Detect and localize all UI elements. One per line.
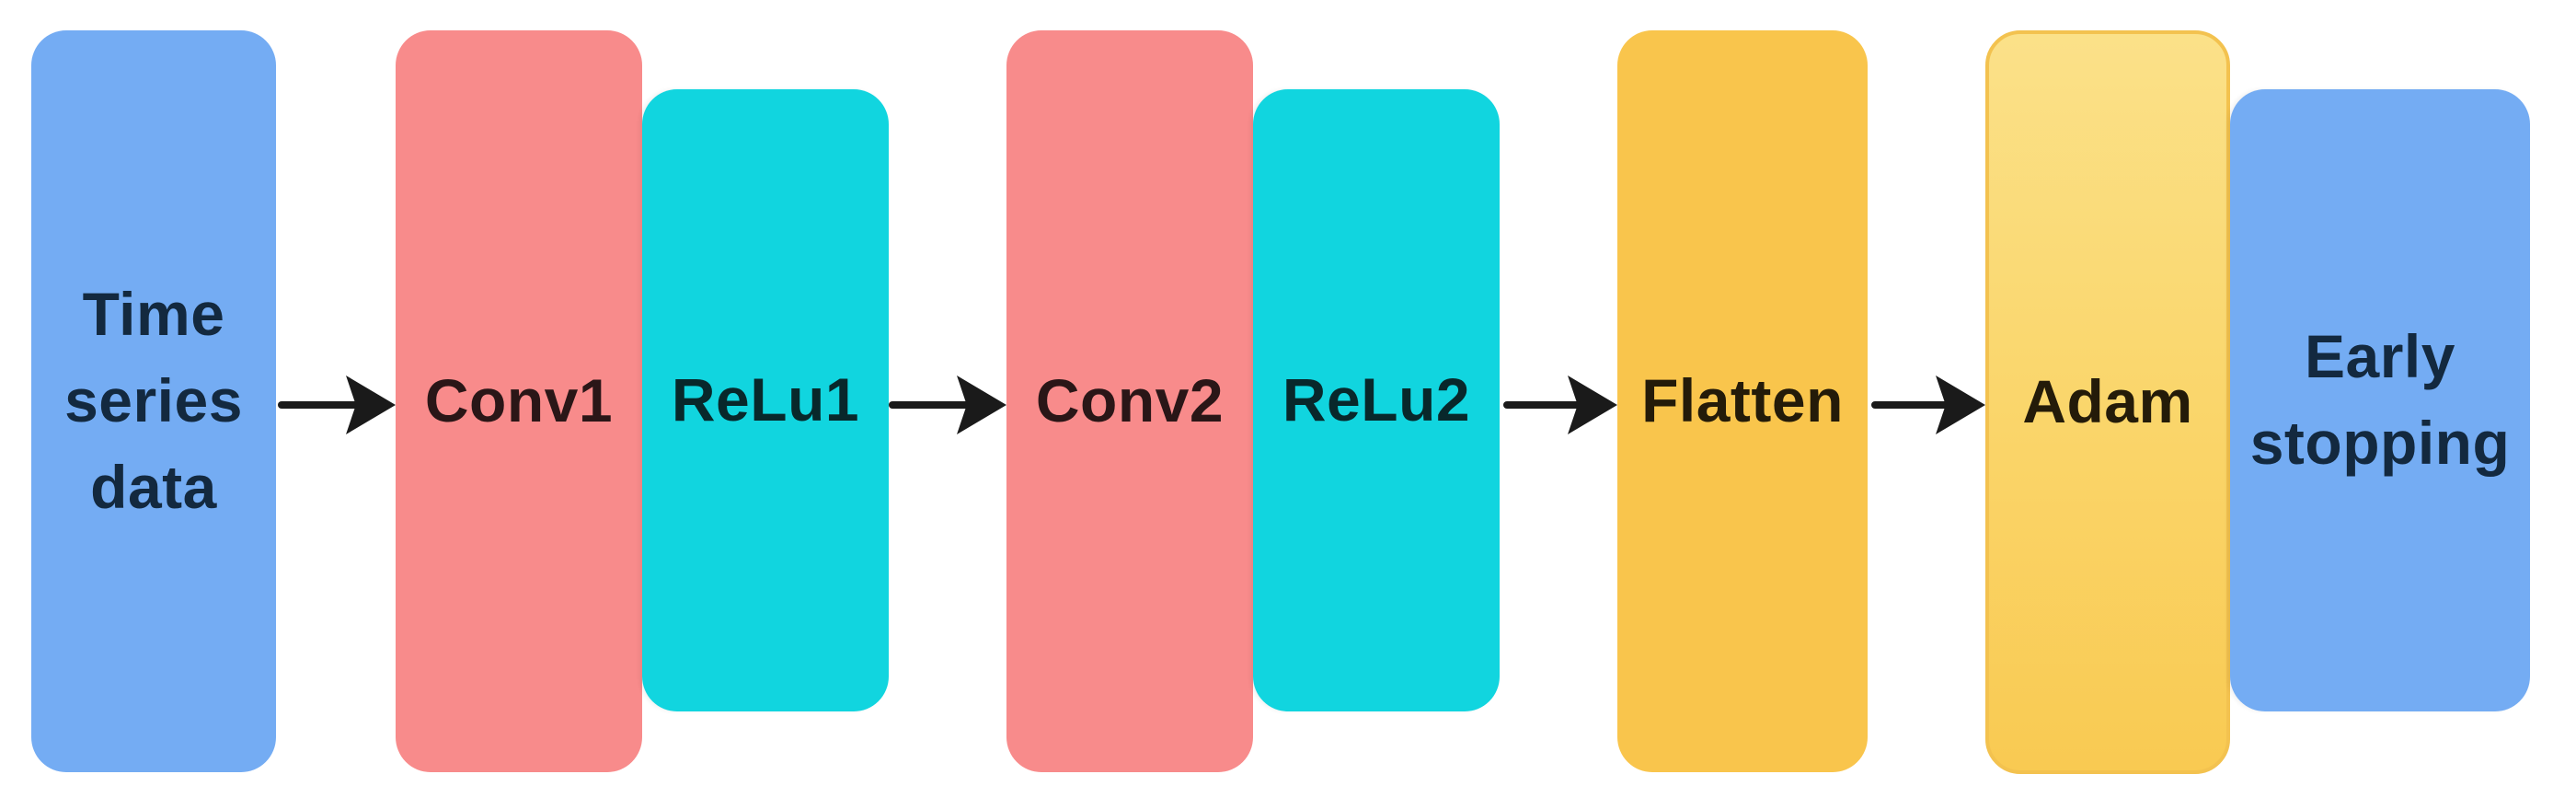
arrow-shaft	[889, 401, 972, 409]
arrow-shaft	[278, 401, 361, 409]
node-flatten: Flatten	[1617, 30, 1868, 772]
arrow-relu2-to-flatten	[1503, 376, 1617, 434]
arrow-shaft	[1503, 401, 1582, 409]
arrow-time-series-to-conv1	[278, 376, 396, 434]
arrow-flatten-to-adam	[1871, 376, 1985, 434]
node-conv2: Conv2	[1006, 30, 1253, 772]
arrow-relu1-to-conv2	[889, 376, 1006, 434]
node-adam: Adam	[1985, 30, 2230, 774]
node-relu2: ReLu2	[1253, 89, 1500, 711]
node-early-stopping: Early stopping	[2230, 89, 2530, 711]
arrow-shaft	[1871, 401, 1950, 409]
node-time-series-data: Time series data	[31, 30, 276, 772]
node-relu1: ReLu1	[642, 89, 889, 711]
node-conv1: Conv1	[396, 30, 642, 772]
